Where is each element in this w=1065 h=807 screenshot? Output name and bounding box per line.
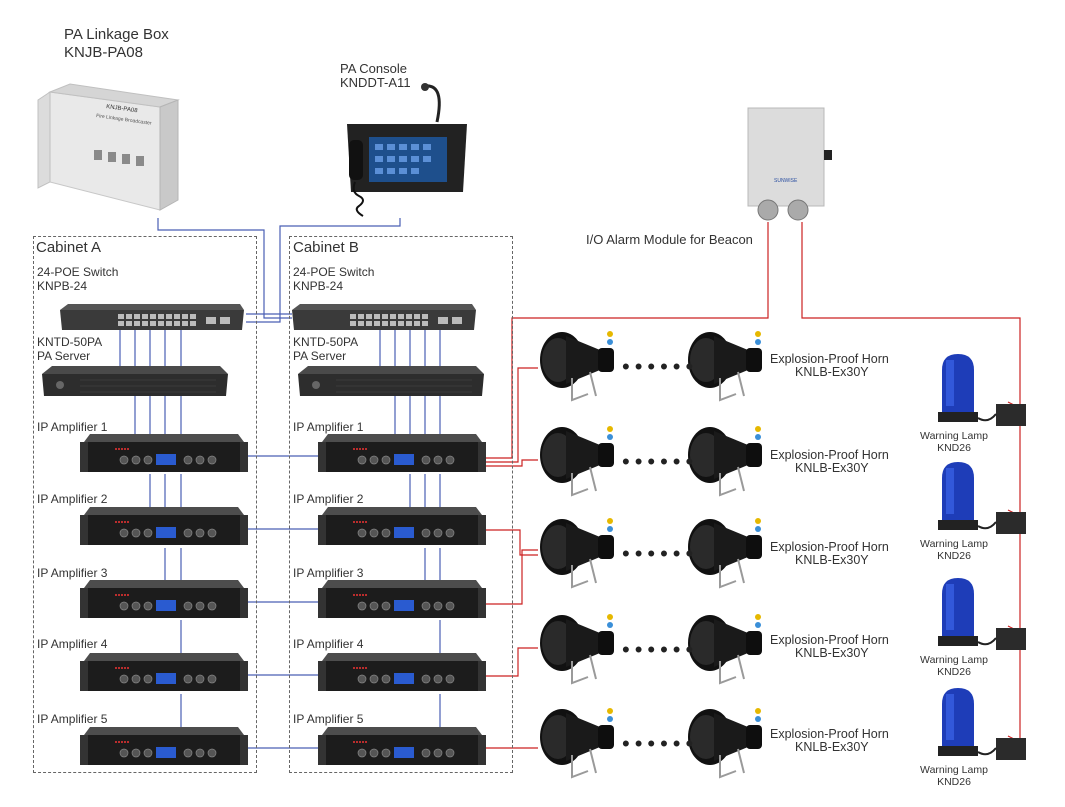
cabinet-a-switch-model: KNPB-24 — [37, 279, 88, 293]
horn-2-more-dots: •••••• — [622, 449, 699, 474]
cabinet-a-server-image — [42, 366, 228, 396]
horn-4-title: Explosion-Proof Horn — [770, 633, 889, 647]
console-model: KNDDT-A11 — [340, 75, 411, 90]
cabinet-b-server-sub: PA Server — [293, 349, 347, 363]
cabinet-a-switch-title: 24-POE Switch — [37, 265, 119, 279]
cabinet-a-amp-3-image — [80, 580, 248, 618]
io-module-brand: SUNWISE — [774, 178, 798, 184]
linkage-box-image: KNJB-PA08 Fire Linkage Broadcaster — [37, 83, 180, 211]
wire-amp1-horn1 — [486, 367, 538, 463]
horn-3-more-dots: •••••• — [622, 541, 699, 566]
cabinet-b-amp-5-label: IP Amplifier 5 — [293, 712, 364, 726]
horn-4-2-image — [688, 614, 762, 685]
linkage-box-face-title: KNJB-PA08 — [106, 104, 139, 114]
lamp-3-model: KND26 — [937, 666, 971, 678]
cabinet-b-amp-4-image — [318, 653, 486, 691]
linkage-box-model: KNJB-PA08 — [64, 44, 143, 61]
cabinet-b-server-image — [298, 366, 484, 396]
wire-amp1-horn2 — [486, 459, 538, 467]
horn-5-model: KNLB-Ex30Y — [795, 740, 869, 754]
cabinet-a-amp-3-label: IP Amplifier 3 — [37, 566, 108, 580]
lamp-2-model: KND26 — [937, 550, 971, 562]
horn-5-more-dots: •••••• — [622, 731, 699, 756]
wire-amp2-horn3 — [486, 529, 538, 556]
horn-3-1-image — [540, 518, 614, 589]
io-module-image: SUNWISE — [747, 107, 832, 221]
console-title: PA Console — [340, 61, 407, 76]
cabinet-a-server-title: KNTD-50PA — [37, 335, 103, 349]
cabinet-b-server-title: KNTD-50PA — [293, 335, 359, 349]
cabinet-b-amp-3-label: IP Amplifier 3 — [293, 566, 364, 580]
wire-amp3-horn3 — [486, 549, 538, 605]
horn-5-1-image — [540, 708, 614, 779]
wire-linkage-to-switch-a — [157, 218, 292, 319]
lamp-1-model: KND26 — [937, 442, 971, 454]
cabinet-b-switch-title: 24-POE Switch — [293, 265, 375, 279]
cabinet-a-amp-1-label: IP Amplifier 1 — [37, 420, 108, 434]
cabinet-b-switch-image — [292, 304, 476, 330]
cabinet-b-amp-3-image — [318, 580, 486, 618]
horn-1-model: KNLB-Ex30Y — [795, 365, 869, 379]
cabinet-a-amp-2-label: IP Amplifier 2 — [37, 492, 108, 506]
cabinet-b — [289, 236, 513, 773]
cabinet-a-amp-1-image — [80, 434, 248, 472]
io-module-label: I/O Alarm Module for Beacon — [586, 232, 753, 247]
cabinet-a-amp-4-image — [80, 653, 248, 691]
cabinet-b-amp-4-label: IP Amplifier 4 — [293, 637, 364, 651]
cabinet-b-amp-1-image — [318, 434, 486, 472]
horn-2-2-image — [688, 426, 762, 497]
horn-1-more-dots: •••••• — [622, 354, 699, 379]
horn-1-1-image — [540, 331, 614, 402]
lamp-2-title: Warning Lamp — [920, 538, 988, 550]
cabinet-a — [33, 236, 257, 773]
lamp-4-image — [938, 688, 1026, 760]
horn-2-1-image — [540, 426, 614, 497]
lamp-3-title: Warning Lamp — [920, 654, 988, 666]
cabinet-a-amp-5-label: IP Amplifier 5 — [37, 712, 108, 726]
lamp-4-model: KND26 — [937, 776, 971, 788]
lamp-2-image — [938, 462, 1026, 534]
horn-4-more-dots: •••••• — [622, 637, 699, 662]
horn-3-title: Explosion-Proof Horn — [770, 540, 889, 554]
cabinet-b-amp-2-image — [318, 507, 486, 545]
cabinet-b-label: Cabinet B — [293, 239, 359, 256]
horn-5-title: Explosion-Proof Horn — [770, 727, 889, 741]
horn-4-model: KNLB-Ex30Y — [795, 646, 869, 660]
lamp-1-title: Warning Lamp — [920, 430, 988, 442]
lamp-4-title: Warning Lamp — [920, 764, 988, 776]
horn-2-model: KNLB-Ex30Y — [795, 461, 869, 475]
cabinet-a-amp-5-image — [80, 727, 248, 765]
horn-2-title: Explosion-Proof Horn — [770, 448, 889, 462]
horn-1-2-image — [688, 331, 762, 402]
cabinet-b-amp-5-image — [318, 727, 486, 765]
cabinet-b-amp-2-label: IP Amplifier 2 — [293, 492, 364, 506]
horn-1-title: Explosion-Proof Horn — [770, 352, 889, 366]
cabinet-a-server-sub: PA Server — [37, 349, 91, 363]
lamp-1-image — [938, 354, 1026, 426]
cabinet-a-amp-4-label: IP Amplifier 4 — [37, 637, 108, 651]
pa-console-image — [347, 83, 467, 217]
linkage-box-title: PA Linkage Box — [64, 26, 169, 43]
cabinet-a-switch-image — [60, 304, 244, 330]
horn-3-2-image — [688, 518, 762, 589]
horn-4-1-image — [540, 614, 614, 685]
cabinet-a-amp-2-image — [80, 507, 248, 545]
cabinet-a-label: Cabinet A — [36, 239, 102, 256]
lamp-3-image — [938, 578, 1026, 650]
horn-5-2-image — [688, 708, 762, 779]
cabinet-b-switch-model: KNPB-24 — [293, 279, 344, 293]
cabinet-b-amp-1-label: IP Amplifier 1 — [293, 420, 364, 434]
horn-3-model: KNLB-Ex30Y — [795, 553, 869, 567]
wire-amp4-horn4 — [486, 647, 538, 677]
wire-console-to-switch-b — [246, 218, 401, 323]
